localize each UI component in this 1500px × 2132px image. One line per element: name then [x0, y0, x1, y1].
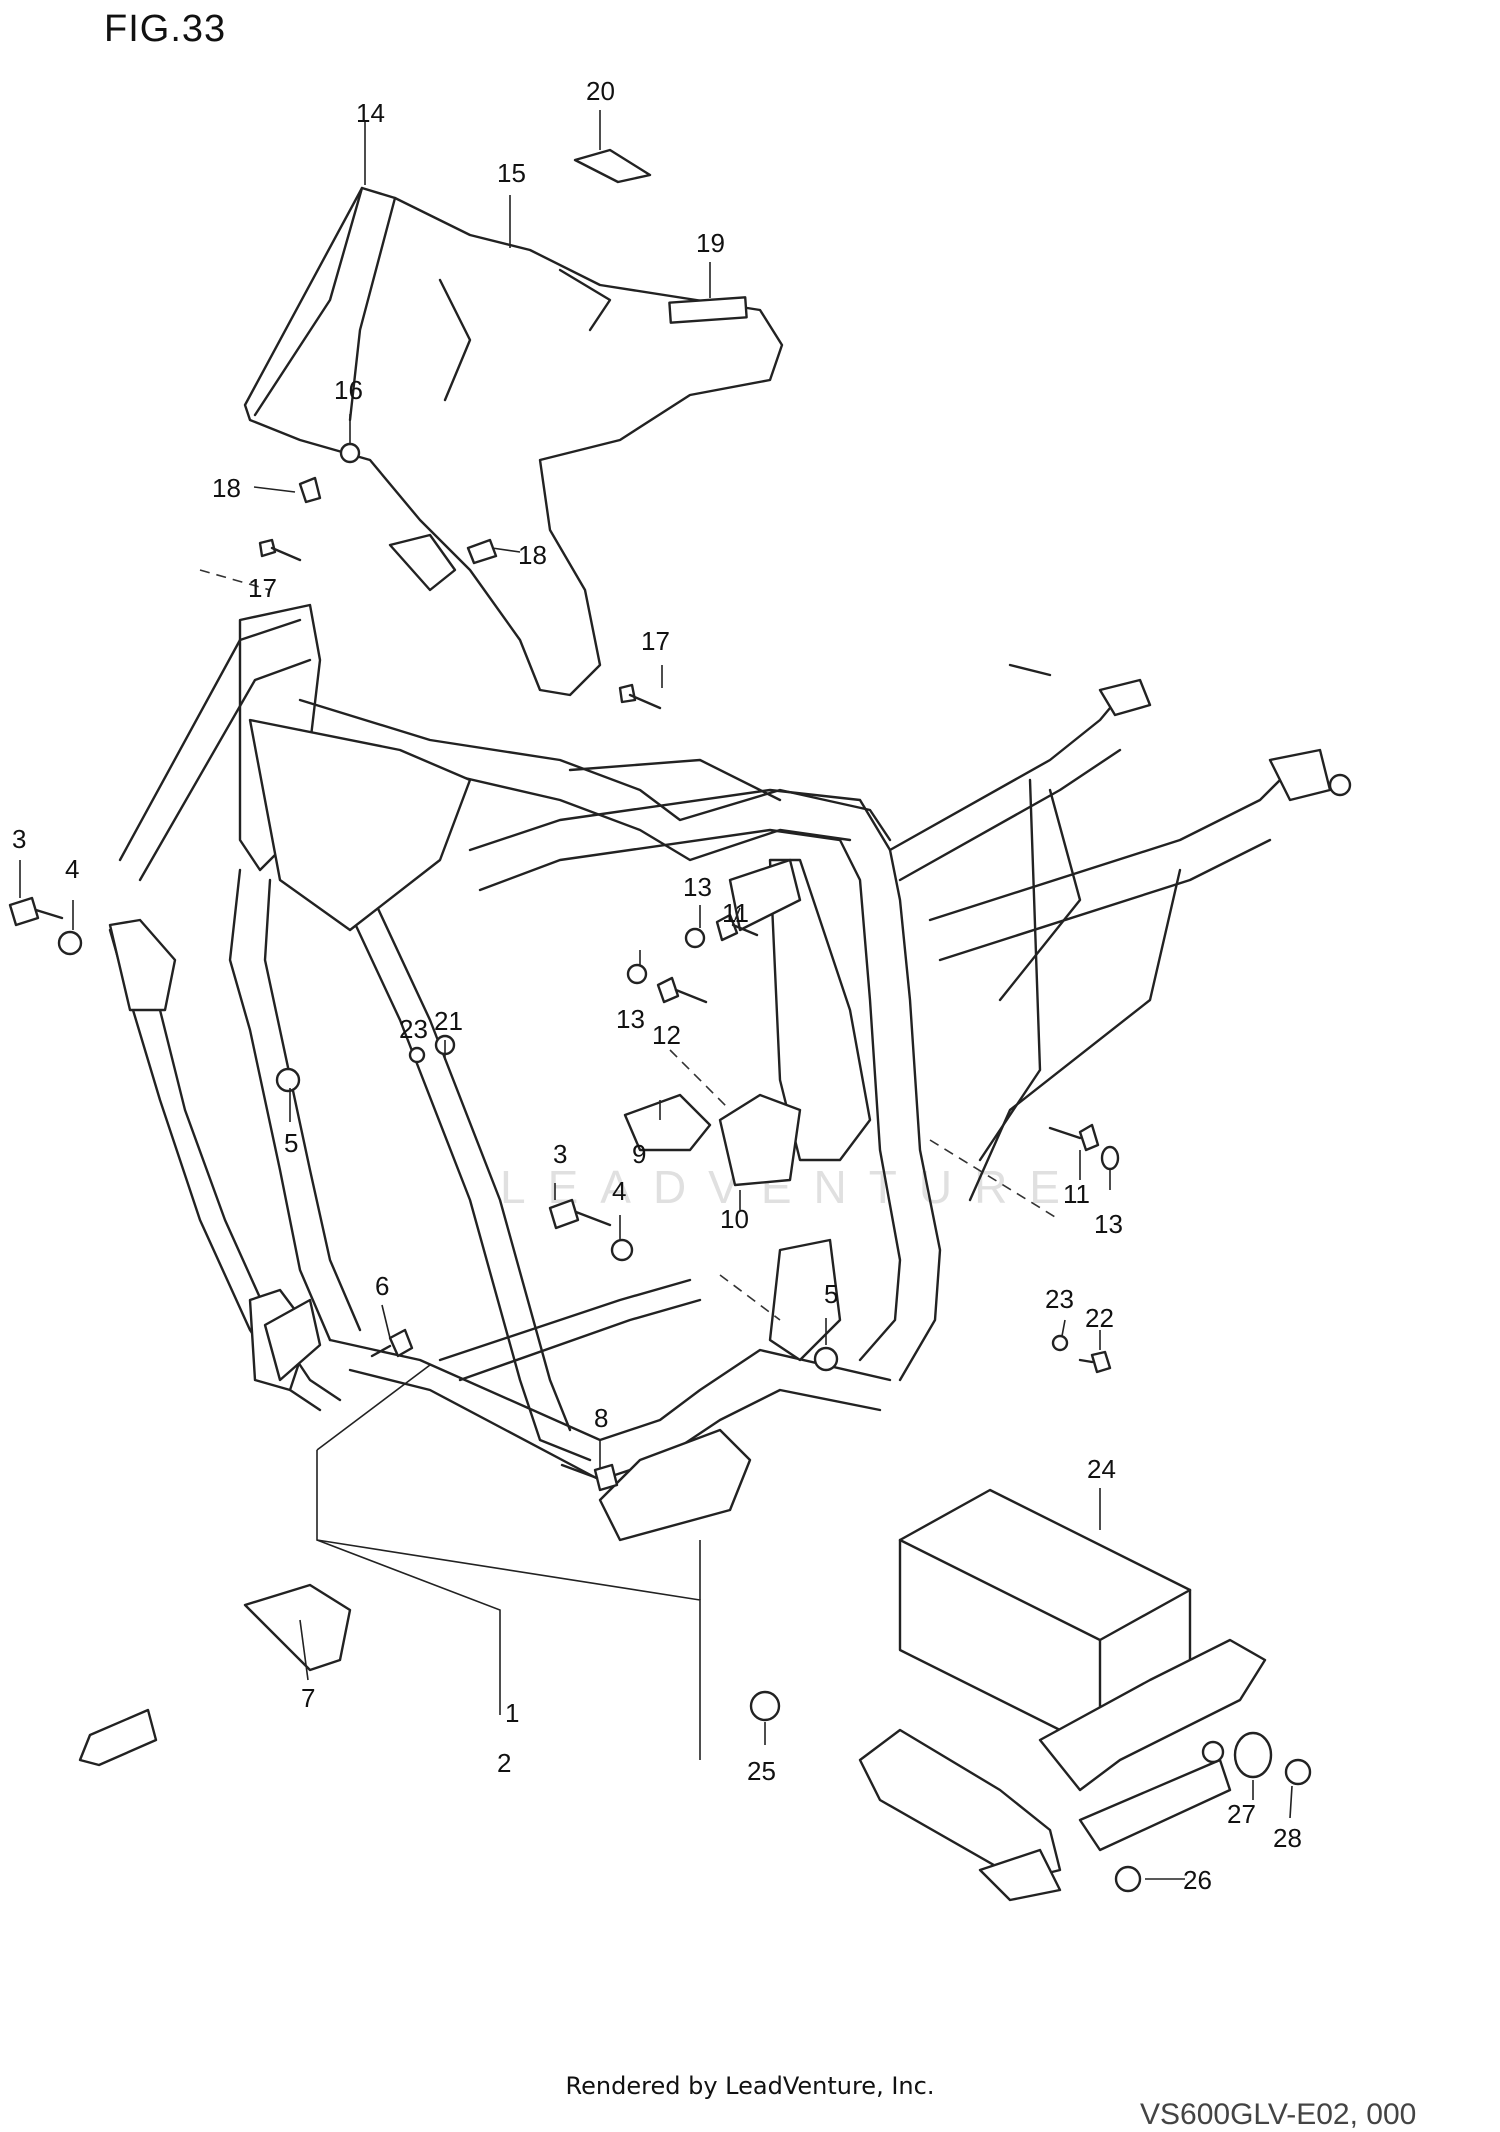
part-20-emblem — [573, 148, 652, 184]
callout-22: 22 — [1085, 1303, 1114, 1333]
front-left-bracket — [108, 918, 177, 1012]
callout-27: 27 — [1227, 1799, 1256, 1829]
callout-17a: 17 — [248, 573, 277, 603]
callout-6: 6 — [375, 1271, 389, 1301]
callout-2: 2 — [497, 1748, 511, 1778]
frame-cover — [243, 186, 784, 697]
callout-20: 20 — [586, 76, 615, 106]
callout-11a: 11 — [722, 898, 749, 928]
part-7-bracket — [243, 1583, 352, 1672]
callout-labels: 1 2 3 3 4 4 5 5 6 7 8 9 10 11 11 12 13 1… — [12, 76, 1302, 1895]
callout-13a: 13 — [683, 872, 712, 902]
leader-lines — [19, 110, 1293, 1880]
figure-title: FIG.33 — [104, 8, 227, 50]
callout-23b: 23 — [1045, 1284, 1074, 1314]
callout-23a: 23 — [399, 1014, 428, 1044]
part-code: VS600GLV-E02, 000 — [1140, 2098, 1417, 2131]
callout-12: 12 — [652, 1020, 681, 1050]
callout-5a: 5 — [284, 1128, 298, 1158]
footer-credit: Rendered by LeadVenture, Inc. — [565, 2072, 935, 2100]
callout-17b: 17 — [641, 626, 670, 656]
callout-13c: 13 — [1094, 1209, 1123, 1239]
callout-25: 25 — [747, 1756, 776, 1786]
callout-10: 10 — [720, 1204, 749, 1234]
callout-7: 7 — [301, 1683, 315, 1713]
left-lower-plate — [263, 1298, 322, 1382]
callout-3b: 3 — [553, 1139, 567, 1169]
callout-5b: 5 — [824, 1279, 838, 1309]
center-lower-bracket — [768, 1238, 842, 1362]
callout-4b: 4 — [612, 1176, 626, 1206]
callout-24: 24 — [1087, 1454, 1116, 1484]
callout-13b: 13 — [616, 1004, 645, 1034]
callout-11b: 11 — [1063, 1179, 1090, 1209]
callout-1: 1 — [505, 1698, 519, 1728]
callout-16: 16 — [334, 375, 363, 405]
callout-26: 26 — [1183, 1865, 1212, 1895]
callout-19: 19 — [696, 228, 725, 258]
callout-28: 28 — [1273, 1823, 1302, 1853]
callout-3a: 3 — [12, 824, 26, 854]
callout-14: 14 — [356, 98, 385, 128]
part-10-bracket — [718, 1093, 802, 1187]
callout-18b: 18 — [518, 540, 547, 570]
callout-15: 15 — [497, 158, 526, 188]
part-19-emblem — [668, 296, 748, 324]
callout-9: 9 — [632, 1139, 646, 1169]
fasteners — [8, 442, 1312, 1893]
part-9-bracket — [623, 1093, 712, 1152]
main-frame — [108, 603, 1352, 1542]
callout-4a: 4 — [65, 854, 79, 884]
callout-18a: 18 — [212, 473, 241, 503]
callout-8: 8 — [594, 1403, 608, 1433]
callout-21: 21 — [434, 1006, 463, 1036]
fwd-arrow-icon: FWD — [78, 1708, 158, 1767]
battery-case — [858, 1488, 1267, 1902]
